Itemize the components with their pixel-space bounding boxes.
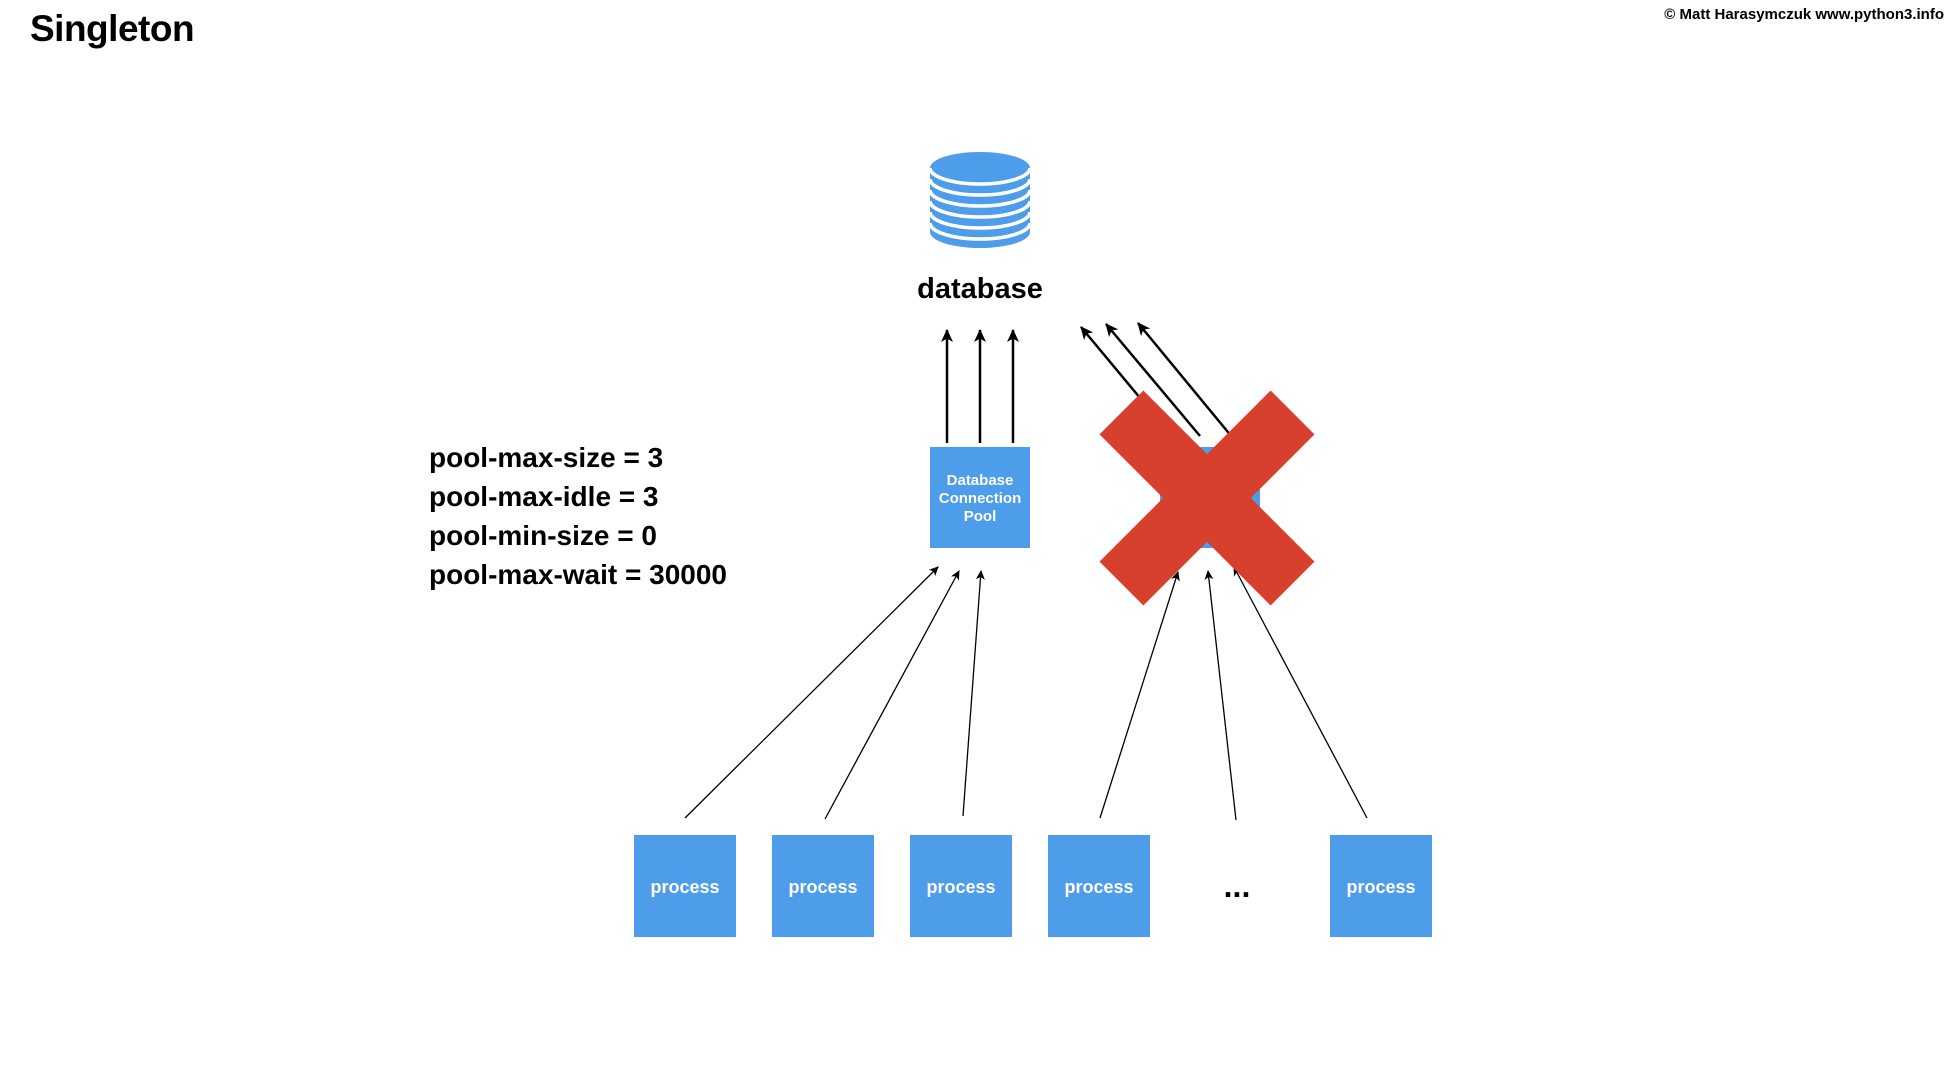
svg-text:Connection: Connection — [939, 490, 1022, 507]
process-box-5 — [1330, 835, 1432, 937]
page-title: Singleton — [30, 8, 195, 49]
svg-text:process: process — [1346, 877, 1415, 897]
arrow — [1105, 323, 1201, 437]
svg-text:process: process — [650, 877, 719, 897]
database-cylinder-icon — [930, 152, 1030, 248]
process-boxes — [634, 835, 1432, 937]
pool-box-label: Database Connection Pool — [939, 472, 1022, 525]
process-to-pool-arrows — [684, 566, 985, 820]
pool-to-database-arrows — [941, 329, 1019, 443]
copyright-text: © Matt Harasymczuk www.python3.info — [1664, 6, 1944, 23]
svg-text:process: process — [1064, 877, 1133, 897]
param-pool-min-size: pool-min-size = 0 — [429, 520, 657, 551]
svg-text:process: process — [926, 877, 995, 897]
process-to-crossed-arrows — [1099, 566, 1368, 821]
svg-text:Database: Database — [947, 472, 1014, 489]
arrow — [962, 570, 985, 817]
param-pool-max-idle: pool-max-idle = 3 — [429, 481, 659, 512]
arrow — [824, 570, 960, 820]
database-label: database — [917, 273, 1043, 305]
red-cross-icon — [1099, 390, 1315, 606]
process-box-3 — [910, 835, 1012, 937]
svg-text:process: process — [788, 877, 857, 897]
process-box-2 — [772, 835, 874, 937]
pool-box — [930, 447, 1030, 548]
process-box-1 — [634, 835, 736, 937]
process-box-4 — [1048, 835, 1150, 937]
ellipsis-more-processes: ... — [1224, 868, 1251, 904]
arrow — [684, 566, 939, 819]
process-labels: process process process process process — [650, 877, 1415, 897]
arrow — [1233, 566, 1368, 819]
pool-parameters: pool-max-size = 3 pool-max-idle = 3 pool… — [429, 438, 727, 594]
arrow — [1204, 570, 1237, 821]
arrow — [1137, 322, 1233, 438]
svg-text:Pool: Pool — [964, 508, 997, 525]
cylinder-disk-separators — [930, 167, 1030, 241]
arrow — [1099, 571, 1180, 819]
param-pool-max-size: pool-max-size = 3 — [429, 442, 664, 473]
param-pool-max-wait: pool-max-wait = 30000 — [429, 559, 728, 590]
